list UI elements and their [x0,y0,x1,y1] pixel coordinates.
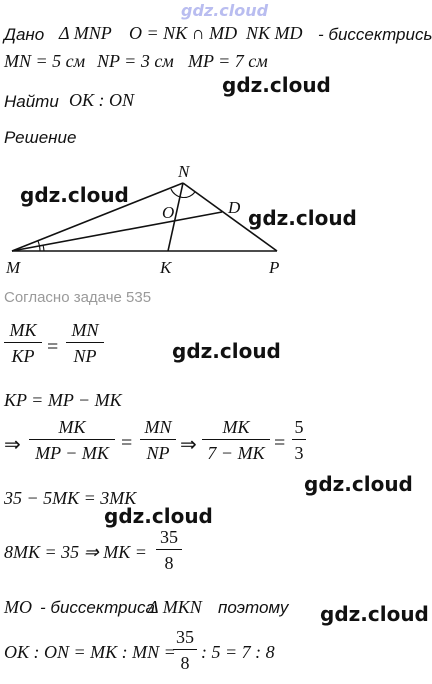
point-label-o: O [162,203,175,222]
angle-arc-m1 [37,240,41,252]
eq3-f3-numerator: MK [222,417,250,437]
fraction-bar [66,342,104,343]
given-triangle: Δ MNP [59,23,112,43]
point-label-n: N [178,162,190,181]
given-bisectors: - биссектрисы [318,25,432,44]
eq1-right-denominator: NP [73,346,97,366]
final-left: OK : ON = MK : MN = [4,642,176,662]
eq3-equals-2: = [274,432,286,454]
final-right: : 5 = 7 : 8 [201,642,275,662]
point-label-d: D [228,198,241,217]
watermark: gdz.cloud [172,339,281,363]
eq3-fraction-4: 5 3 [292,417,306,463]
point-label-m: M [6,258,21,277]
eq1-fraction-right: MN NP [66,320,104,366]
final-denominator: 8 [180,653,190,673]
according-text: Согласно задаче 535 [4,289,152,306]
given-condition: O = NK ∩ MD [129,23,238,43]
watermark: gdz.cloud [20,183,129,207]
side-mn [11,182,184,252]
mo-line-mo: MO [4,597,32,617]
eq4: 35 − 5MK = 3MK [4,488,137,508]
eq3-arrow: ⇒ [4,434,21,456]
eq5-fraction: 35 8 [156,527,182,573]
fraction-bar [140,439,176,440]
fraction-bar [292,439,306,440]
eq1-fraction-left: MK KP [4,320,42,366]
watermark: gdz.cloud [320,602,429,626]
fraction-bar [29,439,115,440]
mo-line-bisector: - биссектриса [40,598,155,617]
watermark: gdz.cloud [222,73,331,97]
eq3-fraction-2: MN NP [140,417,176,463]
eq1-equals: = [47,336,59,358]
solution-label: Решение [4,128,77,147]
eq3-fraction-3: MK 7 − MK [202,417,270,463]
watermark: gdz.cloud [304,472,413,496]
given-mn: MN = 5 см [4,51,86,71]
fraction-bar [202,439,270,440]
side-np [182,182,278,252]
eq5-left: 8MK = 35 ⇒ MK = [4,542,147,562]
given-mp: MP = 7 см [188,51,268,71]
find-label: Найти [4,92,59,111]
mo-line-therefore: поэтому [218,598,289,617]
fraction-bar [156,549,182,550]
watermark: gdz.cloud [248,206,357,230]
point-label-k: K [160,258,172,277]
eq3-f1-numerator: MK [58,417,86,437]
eq5-denominator: 8 [164,553,174,573]
angle-arc-m2 [42,244,45,252]
eq1-right-numerator: MN [71,320,99,340]
eq3-f4-numerator: 5 [294,417,304,437]
eq3-arrow-2: ⇒ [180,434,197,456]
eq5-numerator: 35 [160,527,178,547]
given-label: Дано [4,25,45,44]
final-numerator: 35 [176,627,194,647]
final-fraction: 35 8 [173,627,197,673]
bisector-nk [167,182,184,252]
eq2: KP = MP − MK [4,390,122,410]
eq3-f2-denominator: NP [146,443,170,463]
watermark: gdz.cloud [104,504,213,528]
eq3-f4-denominator: 3 [294,443,304,463]
angle-arc-n [170,188,196,199]
mo-line-triangle: Δ MKN [148,597,202,617]
eq1-left-denominator: KP [11,346,35,366]
fraction-bar [4,342,42,343]
triangle-figure [11,182,278,252]
eq3-fraction-1: MK MP − MK [29,417,115,463]
given-np: NP = 3 см [97,51,174,71]
fraction-bar [173,649,197,650]
eq3-f1-denominator: MP − MK [35,443,109,463]
bisector-md [11,211,223,252]
eq3-f3-denominator: 7 − MK [207,443,265,463]
eq3-equals: = [121,432,133,454]
given-segments: NK MD [246,23,303,43]
watermark-top: gdz.cloud [181,1,269,20]
eq1-left-numerator: MK [9,320,37,340]
point-label-p: P [269,258,280,277]
eq3-f2-numerator: MN [144,417,172,437]
find-value: OK : ON [69,90,135,110]
